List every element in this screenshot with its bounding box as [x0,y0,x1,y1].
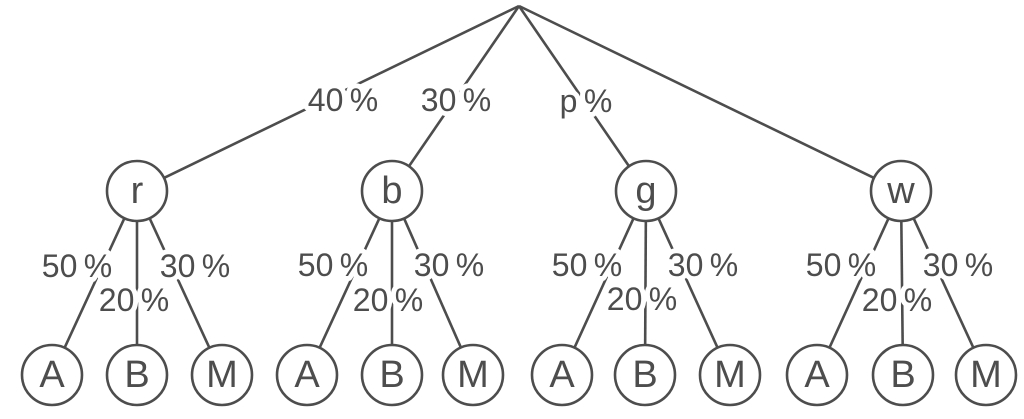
edge-label-g-B: 20 % [607,281,677,317]
edge-label-w-M: 30 % [923,247,993,283]
edge-label-r-M: 30 % [160,248,230,284]
labels-layer: 40 %50 %20 %30 %30 %50 %20 %30 %p %50 %2… [37,77,998,323]
tree-node-w: w [869,159,933,223]
tree-node-b-A-label: A [294,354,320,396]
edge-label-b-B: 20 % [353,282,423,318]
tree-node-w-A: A [785,343,849,407]
tree-node-b-M: M [441,343,505,407]
edge-g-M [657,217,719,349]
edge-root-r [163,4,520,180]
tree-node-b-A-circle [275,343,339,407]
edge-label-w-A: 50 % [806,247,876,283]
tree-node-b-B-label: B [379,354,404,396]
edge-label-r-B: 20 % [99,282,169,318]
tree-node-r-M-label: M [206,354,238,396]
tree-node-w-label: w [886,170,915,212]
tree-node-r-B-label: B [124,354,149,396]
edge-root-b [407,5,521,168]
edge-b-A [318,217,381,349]
tree-node-g-label: g [635,170,656,212]
tree-node-w-M-circle [954,343,1018,407]
edge-label-w-B: 20 % [862,282,932,318]
edge-label-root-r: 40 % [308,82,378,118]
tree-node-r-label: r [131,170,144,212]
edge-r-A [63,217,126,349]
edge-label-r-A: 50 % [42,248,112,284]
tree-node-w-B-label: B [890,354,915,396]
tree-node-g-B: B [613,343,677,407]
tree-node-g-A: A [530,343,594,407]
tree-node-r-A-circle [20,343,84,407]
tree-node-r-M-circle [190,343,254,407]
tree-node-b-label: b [381,170,402,212]
edge-g-B [643,220,648,346]
edge-w-M [912,217,975,349]
tree-node-g-M-label: M [714,354,746,396]
tree-node-w-B: B [871,343,935,407]
tree-node-r-M: M [190,343,254,407]
tree-node-b-M-label: M [457,354,489,396]
tree-node-r-circle [105,159,169,223]
tree-node-w-circle [869,159,933,223]
tree-node-w-M-label: M [970,354,1002,396]
tree-node-g-B-circle [613,343,677,407]
tree-node-w-B-circle [871,343,935,407]
edge-label-g-M: 30 % [668,247,738,283]
edge-label-b-A: 50 % [298,247,368,283]
edge-label-root-b: 30 % [421,82,491,118]
edge-label-root-g: p % [560,83,613,119]
tree-node-g-circle [614,159,678,223]
tree-node-w-A-label: A [804,354,830,396]
edge-w-B [900,220,904,346]
tree-node-b-M-circle [441,343,505,407]
tree-node-g-M-circle [698,343,762,407]
edge-root-g [517,5,631,168]
tree-node-w-M: M [954,343,1018,407]
edge-root-w [518,4,875,180]
tree-node-b-B-circle [360,343,424,407]
edge-b-M [402,217,463,349]
edges-layer [63,4,975,349]
edge-w-A [828,217,890,349]
edge-r-M [148,217,211,349]
edge-g-A [573,217,635,349]
tree-node-b-circle [360,159,424,223]
tree-node-r-B-circle [105,343,169,407]
tree-node-g-A-label: A [549,354,575,396]
edge-label-b-M: 30 % [414,247,484,283]
tree-node-b-B: B [360,343,424,407]
tree-node-g-A-circle [530,343,594,407]
edge-label-g-A: 50 % [552,247,622,283]
tree-node-b-A: A [275,343,339,407]
tree-node-g-B-label: B [632,354,657,396]
nodes-layer: rA B MbA B MgA B MwA B M [20,159,1018,407]
tree-node-r-A: A [20,343,84,407]
tree-node-g: g [614,159,678,223]
tree-node-w-A-circle [785,343,849,407]
tree-node-r: r [105,159,169,223]
tree-node-r-B: B [105,343,169,407]
tree-node-g-M: M [698,343,762,407]
tree-node-b: b [360,159,424,223]
tree-node-r-A-label: A [39,354,65,396]
